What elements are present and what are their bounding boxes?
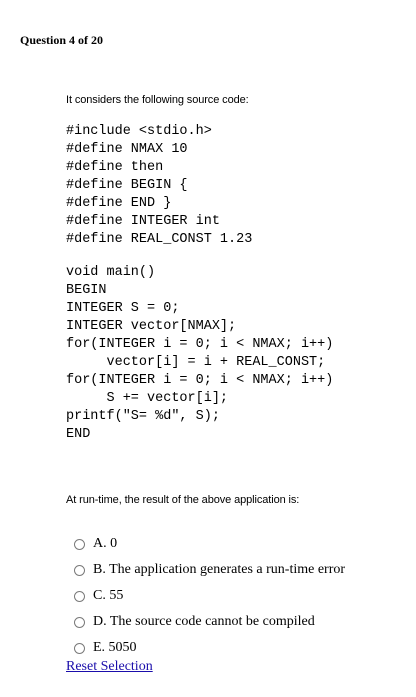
code-block-preprocessor: #include <stdio.h> #define NMAX 10 #defi… (66, 124, 253, 247)
radio-button-icon[interactable] (74, 564, 85, 576)
question-intro: It considers the following source code: (66, 94, 249, 106)
question-header: Question 4 of 20 (20, 33, 104, 47)
option-label: D. The source code cannot be compiled (93, 614, 315, 629)
option-label: A. 0 (93, 536, 118, 551)
answer-options: A. 0 B. The application generates a run-… (74, 531, 345, 661)
radio-button-icon[interactable] (74, 590, 85, 602)
option-b[interactable]: B. The application generates a run-time … (74, 557, 345, 583)
radio-button-icon[interactable] (74, 616, 85, 628)
option-c[interactable]: C. 55 (74, 583, 345, 609)
reset-selection-link[interactable]: Reset Selection (66, 659, 153, 674)
radio-button-icon[interactable] (74, 538, 85, 550)
code-block-main: void main() BEGIN INTEGER S = 0; INTEGER… (66, 265, 334, 442)
option-a[interactable]: A. 0 (74, 531, 345, 557)
question-prompt: At run-time, the result of the above app… (66, 494, 300, 506)
option-label: E. 5050 (93, 640, 137, 655)
radio-button-icon[interactable] (74, 642, 85, 654)
option-label: B. The application generates a run-time … (93, 562, 346, 577)
option-e[interactable]: E. 5050 (74, 635, 345, 661)
option-label: C. 55 (93, 588, 124, 603)
option-d[interactable]: D. The source code cannot be compiled (74, 609, 345, 635)
